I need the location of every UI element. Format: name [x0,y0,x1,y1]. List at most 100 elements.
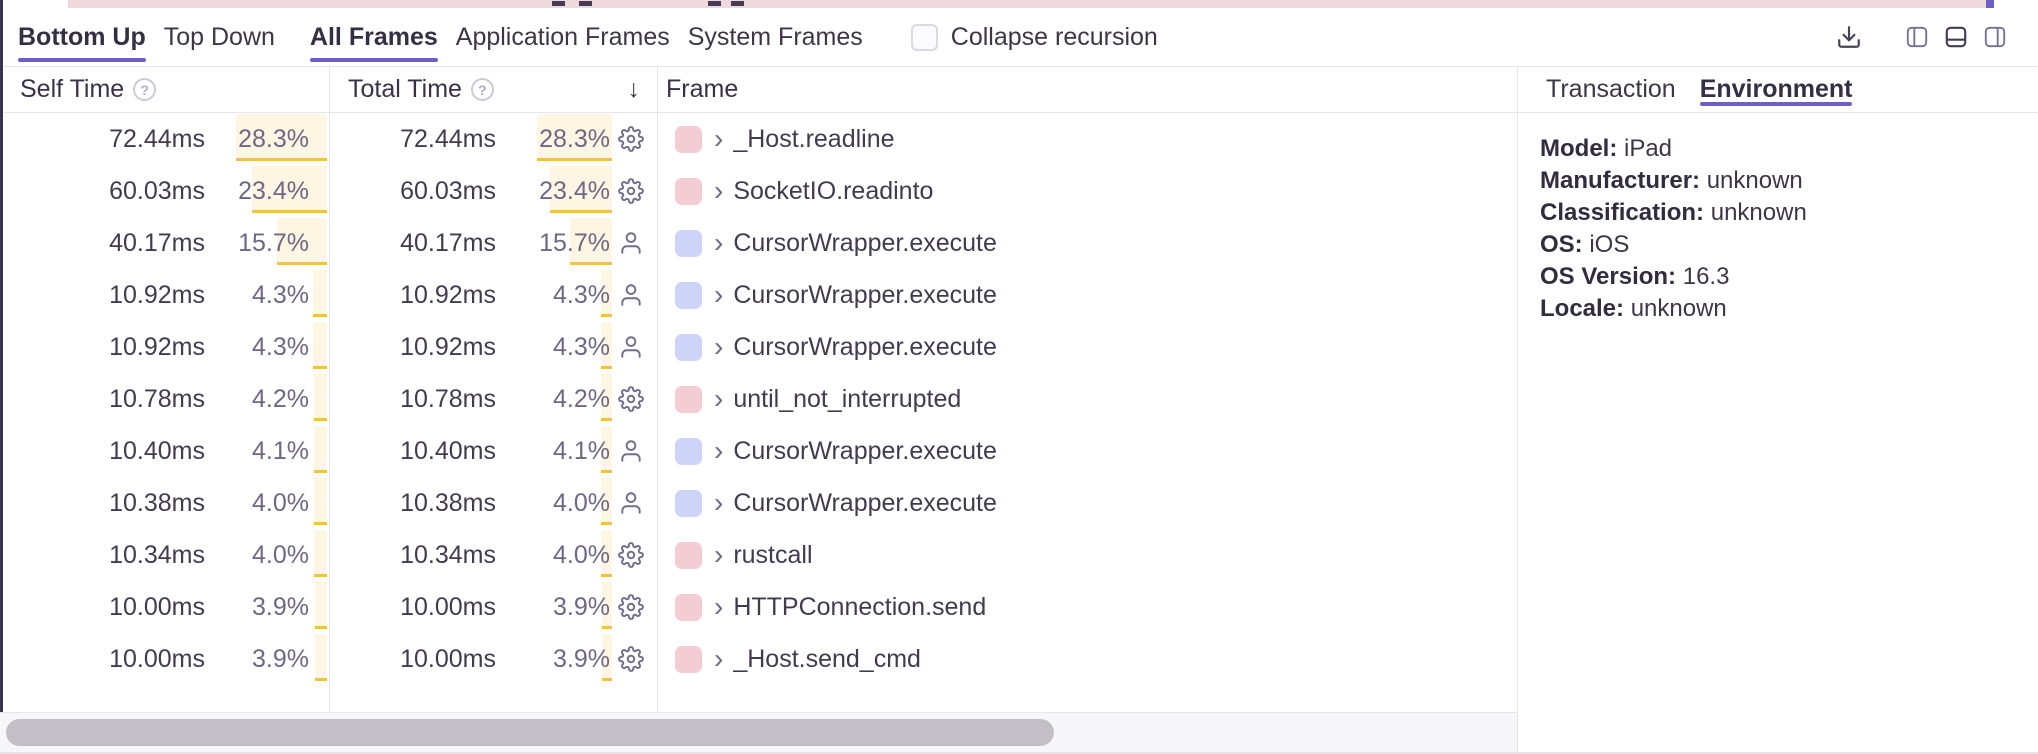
column-header-self-time[interactable]: Self Time ? [0,67,330,112]
total-time-cell: 40.17ms 15.7% [330,217,658,269]
weight-bar [313,270,327,317]
total-time-value: 72.44ms [400,124,496,153]
table-row[interactable]: 10.92ms 4.3% 10.92ms 4.3% › CursorWrappe… [0,321,1517,373]
self-time-value: 10.78ms [109,384,205,413]
table-row[interactable]: 40.17ms 15.7% 40.17ms 15.7% › CursorWrap… [0,217,1517,269]
environment-key: Manufacturer: [1540,167,1701,194]
total-time-value: 10.34ms [400,540,496,569]
frame-cell: › CursorWrapper.execute [658,425,1517,477]
frame-name: until_not_interrupted [733,384,962,413]
frame-color-chip [675,281,702,309]
minimap-strip [0,0,2038,8]
self-time-value: 10.38ms [109,488,205,517]
frame-color-chip [675,177,702,205]
total-time-percent: 3.9% [553,592,610,621]
table-row[interactable]: 10.40ms 4.1% 10.40ms 4.1% › CursorWrappe… [0,425,1517,477]
table-row[interactable]: 10.34ms 4.0% 10.34ms 4.0% › rustcall [0,529,1517,581]
dock-left-icon[interactable] [1904,24,1930,50]
chevron-right-icon[interactable]: › [714,435,724,466]
dock-right-icon[interactable] [1982,24,2008,50]
column-header-total-time[interactable]: Total Time ? ↓ [330,67,658,112]
column-divider [329,67,330,712]
frame-cell: › CursorWrapper.execute [658,217,1517,269]
chevron-right-icon[interactable]: › [714,175,724,206]
self-time-value: 10.92ms [109,280,205,309]
collapse-recursion-control: Collapse recursion [910,8,1158,66]
self-time-percent: 28.3% [238,124,309,153]
table-row[interactable]: 72.44ms 28.3% 72.44ms 28.3% › _Host.read… [0,113,1517,165]
weight-bar [313,374,327,421]
self-time-cell: 60.03ms 23.4% [0,165,330,217]
total-time-percent: 4.1% [553,436,610,465]
weight-bar [600,270,612,317]
total-time-cell: 10.38ms 4.0% [330,477,658,529]
self-time-percent: 3.9% [252,592,309,621]
dock-bottom-icon[interactable] [1943,24,1969,50]
frame-color-chip [675,645,702,673]
self-time-cell: 10.40ms 4.1% [0,425,330,477]
table-row[interactable]: 60.03ms 23.4% 60.03ms 23.4% › SocketIO.r… [0,165,1517,217]
tab-transaction[interactable]: Transaction [1546,75,1676,103]
table-row[interactable]: 10.78ms 4.2% 10.78ms 4.2% › until_not_in… [0,373,1517,425]
self-time-percent: 4.3% [252,280,309,309]
self-time-percent: 4.0% [252,540,309,569]
total-time-value: 10.78ms [400,384,496,413]
chevron-right-icon[interactable]: › [714,331,724,362]
chevron-right-icon[interactable]: › [714,383,724,414]
tab-top-down[interactable]: Top Down [163,22,275,51]
person-icon [618,230,644,256]
download-icon[interactable] [1836,24,1862,50]
gear-icon [618,386,644,412]
help-icon[interactable]: ? [470,78,494,101]
weight-bar [236,114,327,161]
table-row[interactable]: 10.92ms 4.3% 10.92ms 4.3% › CursorWrappe… [0,269,1517,321]
self-time-cell: 10.34ms 4.0% [0,529,330,581]
minimap-mark [552,1,565,6]
total-time-value: 10.38ms [400,488,496,517]
total-time-cell: 10.00ms 3.9% [330,633,658,685]
horizontal-scrollbar-track[interactable] [0,712,1517,752]
chevron-right-icon[interactable]: › [714,591,724,622]
environment-key: OS Version: [1540,263,1677,290]
frame-cell: › rustcall [658,529,1517,581]
collapse-recursion-checkbox[interactable] [910,23,938,51]
minimap-mark [731,1,744,6]
tab-environment[interactable]: Environment [1699,67,1852,112]
chevron-right-icon[interactable]: › [714,279,724,310]
table-row[interactable]: 10.00ms 3.9% 10.00ms 3.9% › HTTPConnecti… [0,581,1517,633]
help-icon[interactable]: ? [133,78,157,101]
total-time-percent: 28.3% [539,124,610,153]
tab-application-frames[interactable]: Application Frames [455,22,670,51]
tab-bottom-up[interactable]: Bottom Up [18,8,146,66]
self-time-percent: 3.9% [252,644,309,673]
frame-name: rustcall [733,540,813,569]
table-row[interactable]: 10.00ms 3.9% 10.00ms 3.9% › _Host.send_c… [0,633,1517,685]
frame-name: CursorWrapper.execute [733,436,997,465]
environment-value: iOS [1582,231,1630,258]
chevron-right-icon[interactable]: › [714,123,724,154]
chevron-right-icon[interactable]: › [714,539,724,570]
environment-line: Model: iPad [1540,133,2014,165]
sort-descending-icon[interactable]: ↓ [627,75,641,103]
weight-bar [314,530,327,577]
gear-icon [618,126,644,152]
column-header-frame[interactable]: Frame [658,67,1517,112]
tab-system-frames[interactable]: System Frames [687,22,863,51]
weight-bar [601,530,612,577]
chevron-right-icon[interactable]: › [714,487,724,518]
environment-key: Locale: [1540,295,1625,322]
minimap-cursor [1986,0,1994,8]
chevron-right-icon[interactable]: › [714,227,724,258]
environment-value: unknown [1624,295,1727,322]
self-time-cell: 10.38ms 4.0% [0,477,330,529]
table-row[interactable]: 10.38ms 4.0% 10.38ms 4.0% › CursorWrappe… [0,477,1517,529]
total-time-percent: 3.9% [553,644,610,673]
frame-name: CursorWrapper.execute [733,332,997,361]
weight-bar [570,218,612,265]
self-time-value: 10.00ms [109,592,205,621]
tab-all-frames[interactable]: All Frames [309,8,438,66]
horizontal-scrollbar-thumb[interactable] [6,719,1054,746]
chevron-right-icon[interactable]: › [714,643,724,674]
total-time-percent: 4.3% [553,332,610,361]
